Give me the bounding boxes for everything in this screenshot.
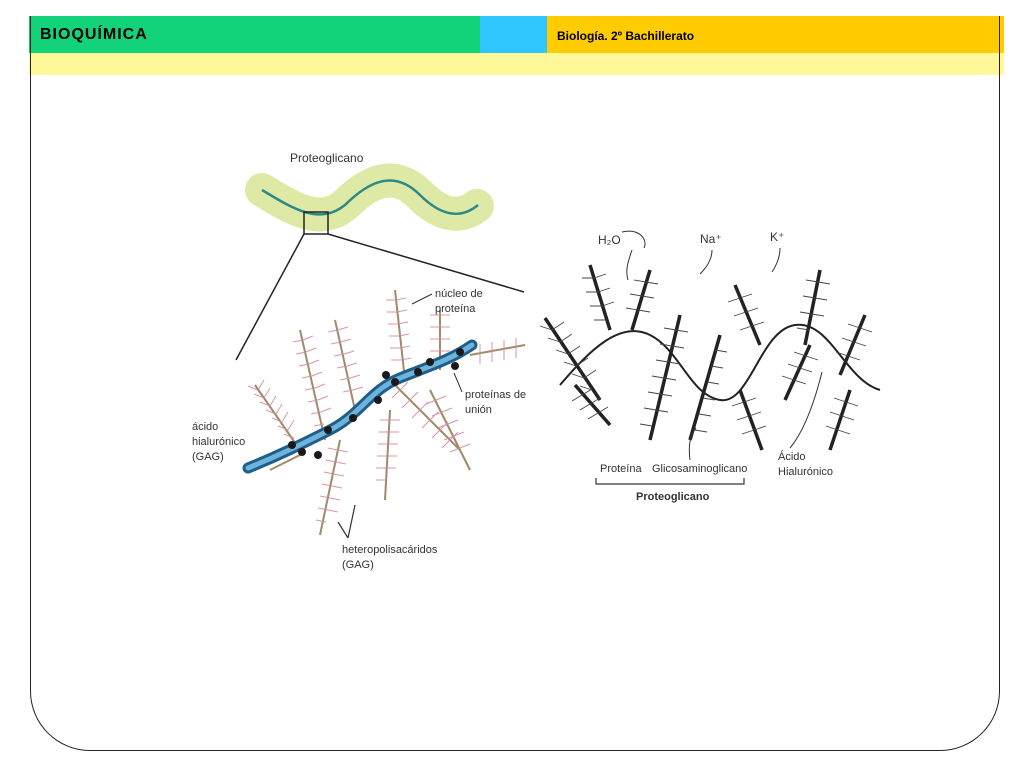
label-link-proteins-1: proteínas de: [465, 389, 526, 401]
page-subtitle: Biología. 2º Bachillerato: [557, 29, 695, 43]
proteoglycan-top-label: Proteoglicano: [290, 151, 364, 165]
link-protein-dots: [288, 348, 464, 459]
gag-squiggles: [539, 273, 873, 435]
label-proteoglycan: Proteoglicano: [636, 491, 710, 503]
zoom-line-left: [235, 233, 305, 361]
label-glycosaminoglycan: Glicosaminoglicano: [652, 463, 747, 475]
label-link-proteins-2: unión: [465, 404, 492, 416]
left-diagram: Proteoglicano: [192, 151, 526, 571]
label-hyaluronic-3: (GAG): [192, 451, 224, 463]
header-cyan-bar: [480, 16, 547, 53]
proteoglycan-bars: [543, 264, 867, 451]
pointer-heteropoly: [337, 504, 356, 539]
hyaluronic-wave: [559, 323, 881, 402]
gag-bristles: [247, 297, 517, 523]
label-hyaluronic-1: ácido: [192, 421, 218, 433]
zoom-box: [303, 211, 329, 235]
label-protein: Proteína: [600, 463, 642, 475]
zoom-line-right: [327, 233, 525, 293]
hyaluronic-acid-highlight: [245, 342, 475, 471]
header-yellow-bar: [547, 16, 1004, 53]
arrow-water: [621, 230, 646, 249]
slide-frame: [30, 16, 1000, 751]
header-green-bar: [29, 16, 480, 53]
pointer-gag: [688, 427, 697, 461]
pointer-link-proteins: [453, 372, 463, 393]
right-diagram: H₂O Na⁺ K⁺ Proteína Glicosaminoglicano P…: [539, 230, 881, 503]
ion-water: H₂O: [598, 233, 621, 247]
label-hyaluronic-2: hialurónico: [192, 436, 245, 448]
arrow-potassium: [771, 247, 781, 273]
label-protein-core-2: proteína: [435, 303, 476, 315]
label-heteropoly-2: (GAG): [342, 559, 374, 571]
label-hyaluronic-right-2: Hialurónico: [778, 466, 833, 478]
gag-branches: [254, 289, 526, 536]
pointer-hyaluronic: [789, 371, 823, 449]
ion-potassium: K⁺: [770, 230, 784, 244]
arrow-sodium: [699, 249, 713, 275]
label-protein-core-1: núcleo de: [435, 288, 483, 300]
ion-sodium: Na⁺: [700, 232, 722, 246]
label-heteropoly-1: heteropolisacáridos: [342, 544, 438, 556]
proteoglycan-bracket: [595, 478, 745, 485]
header-subbar: [29, 53, 1004, 75]
pointer-protein-core: [411, 293, 433, 305]
label-hyaluronic-right-1: Ácido: [778, 450, 806, 463]
arrow-water-2: [626, 249, 633, 281]
